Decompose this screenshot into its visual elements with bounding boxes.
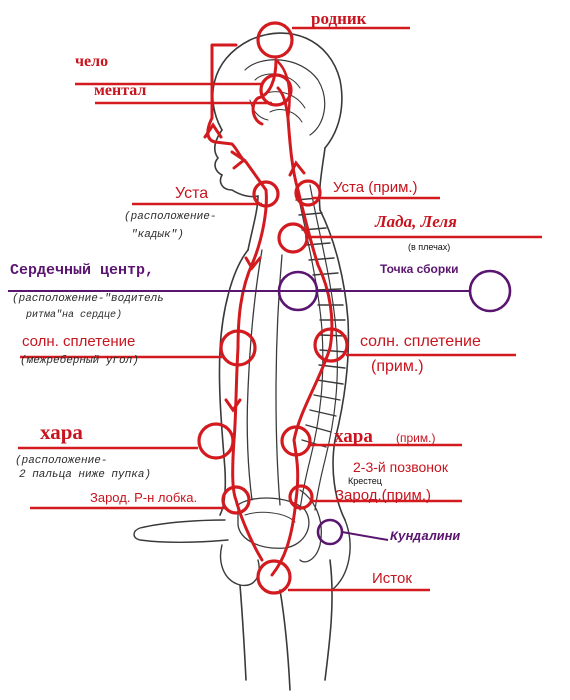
circle-istok bbox=[256, 559, 292, 595]
chakra-circles bbox=[197, 21, 349, 595]
circle-lada bbox=[277, 222, 309, 254]
circle-soln-right bbox=[313, 327, 349, 363]
label-usta-prim: Уста (прим.) bbox=[333, 179, 418, 196]
label-krestets: Крестец bbox=[348, 476, 382, 486]
label-hara-right-prim: (прим.) bbox=[396, 431, 436, 445]
circle-hara-left bbox=[197, 422, 235, 460]
purple-circles bbox=[277, 269, 512, 546]
label-soln-right: солн. сплетение bbox=[360, 333, 481, 350]
circle-rodnik bbox=[256, 21, 294, 59]
label-usta-note-2: "кадык") bbox=[131, 229, 184, 241]
circle-zarod-right bbox=[288, 484, 314, 510]
purple-lines bbox=[8, 290, 470, 541]
front-channel bbox=[206, 43, 268, 562]
label-rodnik: родник bbox=[311, 9, 367, 28]
label-zarod-left: Зарод. Р-н лобка. bbox=[90, 490, 198, 505]
back-channel bbox=[270, 86, 334, 577]
circle-hara-right bbox=[280, 425, 312, 457]
label-zarod-right: Зарод.(прим.) bbox=[335, 487, 431, 504]
label-soln-right-prim: (прим.) bbox=[371, 358, 424, 375]
circle-usta-prim bbox=[294, 179, 322, 207]
circle-zarod-left bbox=[221, 485, 251, 515]
label-usta-note-1: (расположение- bbox=[124, 211, 217, 223]
label-serdechny-note-2: ритма"на сердце) bbox=[26, 310, 123, 321]
label-hara-left-note-2: 2 пальца ниже пупка) bbox=[19, 469, 152, 481]
circle-heart bbox=[277, 270, 319, 312]
label-hara-right: хара bbox=[334, 426, 373, 447]
circle-tochka-sborki bbox=[468, 269, 512, 313]
arrow-chest bbox=[244, 256, 262, 271]
circle-usta bbox=[252, 180, 280, 208]
label-lada-lelya: Лада, Леля bbox=[375, 212, 457, 231]
circle-mental bbox=[259, 73, 293, 107]
label-tochka-sborki: Точка сборки bbox=[380, 262, 459, 276]
arrow-mouth bbox=[230, 150, 247, 170]
label-pozvonok: 2-3-й позвонок bbox=[353, 459, 448, 475]
pointer-lines bbox=[18, 26, 542, 592]
line-kundalini bbox=[341, 531, 389, 541]
label-istok: Исток bbox=[372, 570, 412, 587]
label-soln-left: солн. сплетение bbox=[22, 333, 136, 350]
label-mental: ментал bbox=[94, 82, 147, 99]
label-v-plechah: (в плечах) bbox=[408, 242, 451, 252]
circle-kundalini bbox=[316, 518, 344, 546]
arrow-neck-up bbox=[288, 160, 306, 177]
arrow-belly bbox=[224, 398, 242, 413]
label-chelo: чело bbox=[75, 53, 109, 70]
label-hara-left-note-1: (расположение- bbox=[15, 455, 108, 467]
arrow-forehead bbox=[203, 122, 223, 139]
label-hara-left: хара bbox=[40, 420, 83, 444]
label-serdechny: Сердечный центр, bbox=[10, 262, 155, 279]
label-soln-left-note: (межреберный угол) bbox=[20, 355, 139, 367]
label-usta: Уста bbox=[175, 185, 209, 202]
body-sketch bbox=[133, 32, 351, 691]
flow-arrows bbox=[203, 122, 306, 413]
label-kundalini: Кундалини bbox=[390, 529, 461, 544]
circle-soln-left bbox=[219, 329, 257, 367]
label-serdechny-note-1: (расположение-"водитель bbox=[12, 293, 164, 305]
